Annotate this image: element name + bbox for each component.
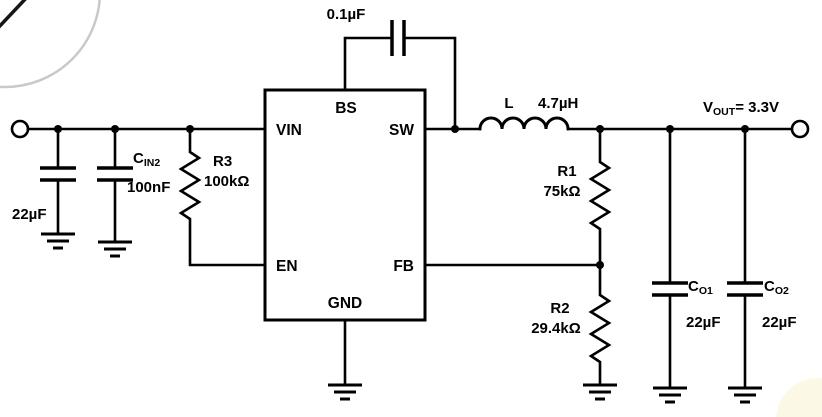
cin2-value-label: 100nF xyxy=(127,179,170,196)
ground-symbol xyxy=(581,383,619,401)
r2-value-label: 29.4kΩ xyxy=(531,320,581,337)
capacitor-co2: CO2 22µF xyxy=(726,127,797,404)
r2-body xyxy=(588,263,612,387)
pin-en: EN xyxy=(276,258,298,275)
decor-corner-line xyxy=(0,0,27,29)
pin-vin: VIN xyxy=(276,122,302,139)
cbs-value-label: 0.1µF xyxy=(327,6,366,23)
cbs-plates xyxy=(390,20,406,56)
pin-bs: BS xyxy=(335,100,357,117)
co1-plates xyxy=(652,281,688,297)
co2-name-label: CO2 xyxy=(764,278,789,297)
cbs-leads xyxy=(343,36,457,131)
cin2-plates xyxy=(97,166,133,182)
r1-value-label: 75kΩ xyxy=(543,183,580,200)
inductor-l1: L 4.7µH xyxy=(478,95,578,131)
capacitor-cin1: 22µF xyxy=(12,127,77,250)
co2-value-label: 22µF xyxy=(762,314,797,331)
pin-sw: SW xyxy=(389,122,414,139)
resistor-r1: R1 75kΩ xyxy=(543,127,612,267)
cin2-name-label: CIN2 xyxy=(133,150,160,169)
r3-name-label: R3 xyxy=(213,153,232,170)
ic-body xyxy=(263,88,427,322)
resistor-r2: R2 29.4kΩ xyxy=(531,263,619,401)
decor-highlight xyxy=(776,378,822,417)
r3-value-label: 100kΩ xyxy=(204,173,249,190)
r3-body xyxy=(178,127,267,267)
ground-symbol xyxy=(96,240,134,258)
cin1-value-label: 22µF xyxy=(12,206,47,223)
co1-value-label: 22µF xyxy=(686,314,721,331)
input-terminal xyxy=(10,119,30,139)
resistor-r3: R3 100kΩ xyxy=(178,127,267,267)
l1-coil xyxy=(478,116,570,131)
pin-gnd: GND xyxy=(328,295,362,312)
capacitor-cin2: CIN2 100nF xyxy=(96,127,170,258)
r1-body xyxy=(588,127,612,267)
pin-fb: FB xyxy=(393,258,414,275)
co2-plates xyxy=(727,281,763,297)
vout-label: VOUT= 3.3V xyxy=(703,99,779,118)
capacitor-co1: CO1 22µF xyxy=(651,127,721,404)
regulator-ic: VIN BS SW EN FB GND xyxy=(263,88,427,322)
capacitor-bootstrap: 0.1µF xyxy=(327,6,459,133)
l1-value-label: 4.7µH xyxy=(538,95,578,112)
r1-name-label: R1 xyxy=(557,163,576,180)
r2-name-label: R2 xyxy=(550,300,569,317)
cin1-plates xyxy=(40,166,76,182)
ground-symbol xyxy=(39,232,77,250)
l1-name-label: L xyxy=(504,95,513,112)
decor-circle xyxy=(0,0,101,89)
ground-symbol xyxy=(651,386,689,404)
ground-symbol xyxy=(326,383,364,401)
ic-ground-connection xyxy=(326,318,364,401)
output-terminal xyxy=(790,119,810,139)
ground-symbol xyxy=(726,386,764,404)
co1-name-label: CO1 xyxy=(688,278,713,297)
